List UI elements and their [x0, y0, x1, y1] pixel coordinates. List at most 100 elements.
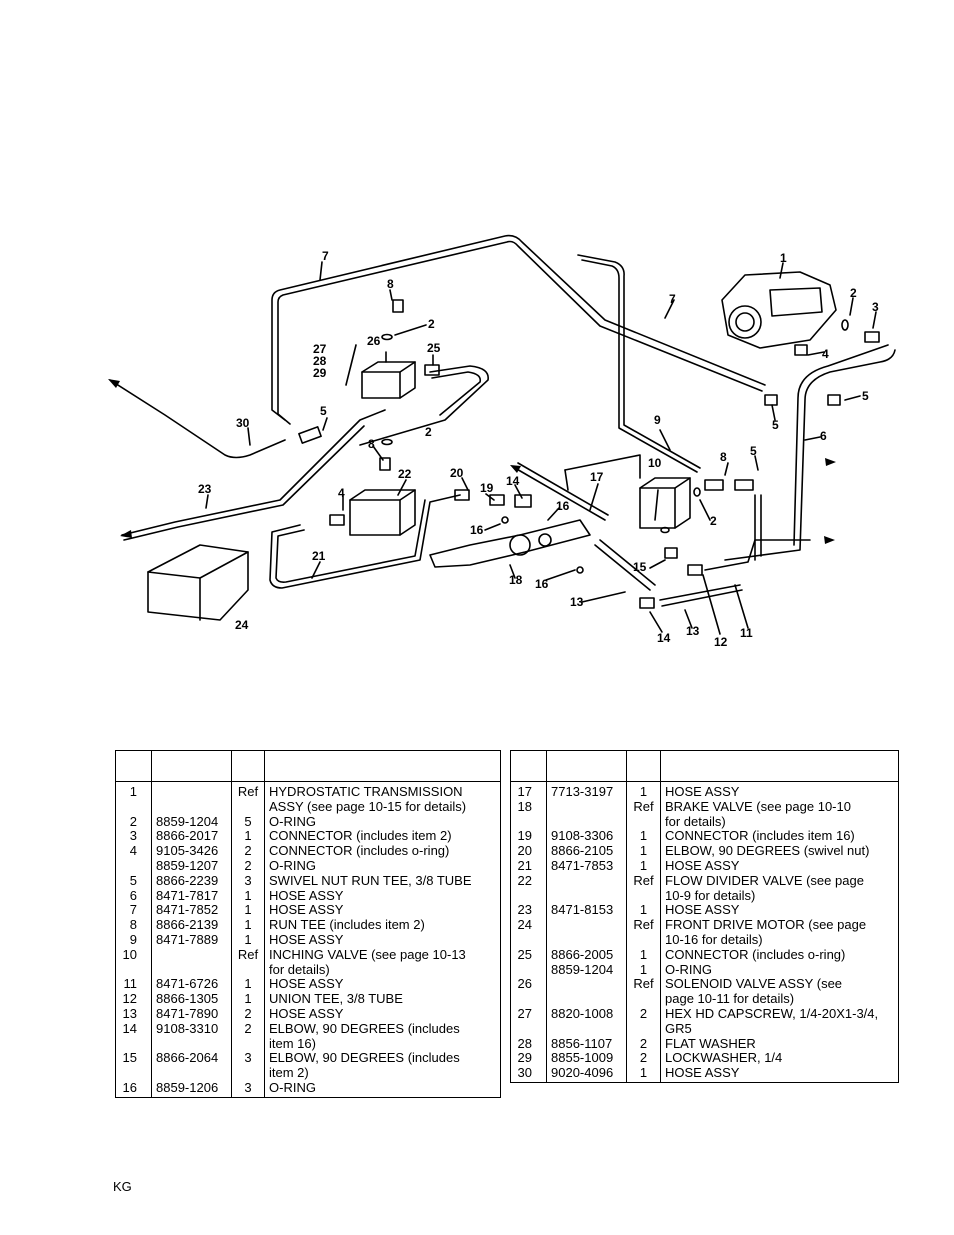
quantity: 1	[626, 858, 661, 874]
callout-13-b: 13	[686, 624, 700, 638]
item-number: 2	[115, 814, 152, 830]
callout-16-b: 16	[556, 499, 570, 513]
item-number	[510, 962, 547, 978]
callout-18: 18	[509, 573, 523, 587]
description-line: 10-9 for details)	[665, 887, 756, 903]
quantity: Ref	[626, 917, 661, 948]
description-line: for details)	[269, 961, 330, 977]
callout-16-c: 16	[535, 577, 549, 591]
description-line: ELBOW, 90 DEGREES (swivel nut)	[665, 843, 870, 859]
callout-6: 6	[820, 429, 827, 443]
quantity: Ref	[626, 873, 661, 904]
description: HOSE ASSY	[660, 1065, 899, 1083]
item-number: 3	[115, 829, 152, 845]
description: HOSE ASSY	[264, 931, 501, 948]
callout-16: 16	[470, 523, 484, 537]
description: O-RING	[264, 813, 501, 830]
callout-5: 5	[862, 389, 869, 403]
quantity: 2	[231, 1006, 265, 1022]
quantity: 3	[231, 873, 265, 889]
callout-20: 20	[450, 466, 464, 480]
callout-5-c: 5	[750, 444, 757, 458]
quantity: 1	[231, 932, 265, 948]
item-number: 10	[115, 947, 152, 978]
item-number: 20	[510, 843, 547, 859]
part-number	[546, 977, 627, 1007]
description-line: O-RING	[269, 813, 316, 829]
part-number: 8471-8153	[546, 903, 627, 919]
callout-1: 1	[780, 251, 787, 265]
part-number: 9105-3426	[151, 843, 232, 859]
description-line: HOSE ASSY	[269, 976, 344, 992]
callout-2-d: 2	[710, 514, 717, 528]
part-number: 8866-2105	[546, 843, 627, 859]
part-number: 8471-6726	[151, 977, 232, 993]
callout-7: 7	[322, 249, 329, 263]
quantity: 1	[231, 888, 265, 904]
part-number	[151, 947, 232, 978]
part-number: 8866-2005	[546, 947, 627, 963]
callout-10: 10	[648, 456, 662, 470]
quantity: 2	[626, 1006, 661, 1037]
part-number: 9020-4096	[546, 1065, 627, 1083]
callout-21: 21	[312, 549, 326, 563]
item-number: 4	[115, 843, 152, 859]
description: RUN TEE (includes item 2)	[264, 917, 501, 933]
description-line: UNION TEE, 3/8 TUBE	[269, 991, 403, 1007]
item-number: 24	[510, 917, 547, 948]
item-number: 29	[510, 1051, 547, 1067]
description-line: HOSE ASSY	[665, 784, 740, 799]
callout-7-b: 7	[669, 292, 676, 306]
table-header-row	[115, 750, 501, 782]
quantity: 2	[231, 858, 265, 874]
description-line: RUN TEE (includes item 2)	[269, 917, 425, 933]
part-number: 8859-1204	[546, 962, 627, 978]
description-line: HOSE ASSY	[665, 1065, 740, 1081]
callout-2-b: 2	[428, 317, 435, 331]
description-line: FLOW DIVIDER VALVE (see page	[665, 872, 864, 888]
description-line: 10-16 for details)	[665, 931, 763, 947]
description-line: HOSE ASSY	[269, 1005, 344, 1021]
callout-8-c: 8	[720, 450, 727, 464]
description-line: ELBOW, 90 DEGREES (includes	[269, 1050, 460, 1066]
item-number: 17	[510, 781, 547, 800]
part-number: 8859-1206	[151, 1080, 232, 1098]
description-line: HOSE ASSY	[269, 931, 344, 947]
quantity: Ref	[626, 799, 661, 830]
part-number: 8866-2139	[151, 917, 232, 933]
item-number: 7	[115, 903, 152, 919]
description: O-RING	[264, 857, 501, 874]
quantity: 1	[626, 962, 661, 978]
description-line: O-RING	[269, 1079, 316, 1095]
callout-25: 25	[427, 341, 441, 355]
description: HOSE ASSY	[660, 903, 899, 919]
description-line: CONNECTOR (includes o-ring)	[665, 946, 846, 962]
description-line: O-RING	[269, 857, 316, 873]
callout-29: 29	[313, 366, 327, 380]
description: HOSE ASSY	[660, 858, 899, 874]
quantity: 3	[231, 1051, 265, 1081]
description-line: item 16)	[269, 1035, 316, 1051]
part-number	[546, 873, 627, 904]
item-number: 5	[115, 873, 152, 889]
description: CONNECTOR (includes o-ring)	[660, 946, 899, 963]
callout-3: 3	[872, 300, 879, 314]
quantity: 1	[626, 829, 661, 845]
